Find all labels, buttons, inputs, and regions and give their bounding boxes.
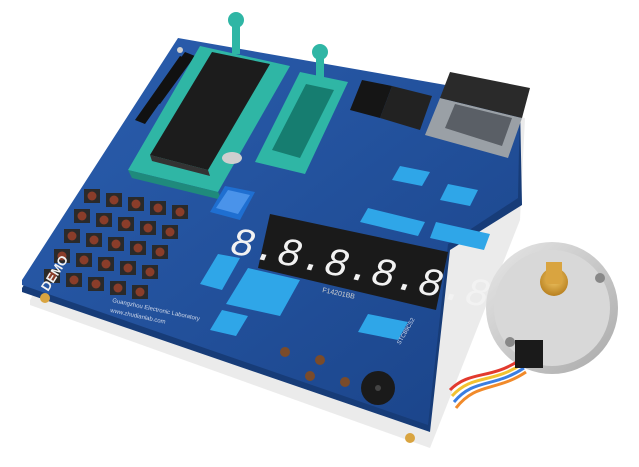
keypad-key-cap	[133, 243, 143, 253]
keypad-key-cap	[123, 263, 133, 273]
keypad-key-cap	[111, 239, 121, 249]
keypad-key-cap	[101, 259, 111, 269]
keypad-key-cap	[91, 279, 101, 289]
keypad-key-cap	[165, 227, 175, 237]
keypad-key-cap	[175, 207, 185, 217]
keypad-key-cap	[57, 251, 67, 261]
zif-socket-large	[128, 12, 290, 200]
reset-button	[210, 186, 255, 220]
keypad-key-cap	[145, 267, 155, 277]
dip-switch-bank	[200, 166, 490, 340]
keypad-key-cap	[47, 271, 57, 281]
tactile-buttons	[280, 347, 350, 387]
keypad-key-cap	[153, 203, 163, 213]
keypad-key-cap	[77, 211, 87, 221]
keypad-key-cap	[121, 219, 131, 229]
keypad-key-cap	[79, 255, 89, 265]
db9-connector	[425, 72, 530, 158]
motor-wire-harness	[448, 340, 543, 409]
standoff-screw	[40, 293, 50, 303]
keypad-key-cap	[87, 191, 97, 201]
keypad-key-cap	[155, 247, 165, 257]
crystal-oscillator	[222, 152, 242, 164]
standoff-screw	[405, 433, 415, 443]
keypad-matrix	[44, 189, 188, 299]
keypad-key-cap	[113, 283, 123, 293]
keypad-key-cap	[89, 235, 99, 245]
keypad-key-cap	[69, 275, 79, 285]
keypad-key-cap	[109, 195, 119, 205]
mcu-chip	[150, 52, 270, 170]
keypad-key-cap	[143, 223, 153, 233]
keypad-key-cap	[67, 231, 77, 241]
keypad-key-cap	[135, 287, 145, 297]
zif-socket-small	[255, 44, 348, 174]
keypad-key-cap	[99, 215, 109, 225]
keypad-key-cap	[131, 199, 141, 209]
pin-header	[135, 52, 195, 124]
power-jack	[350, 80, 432, 130]
stepper-motor	[486, 242, 618, 374]
